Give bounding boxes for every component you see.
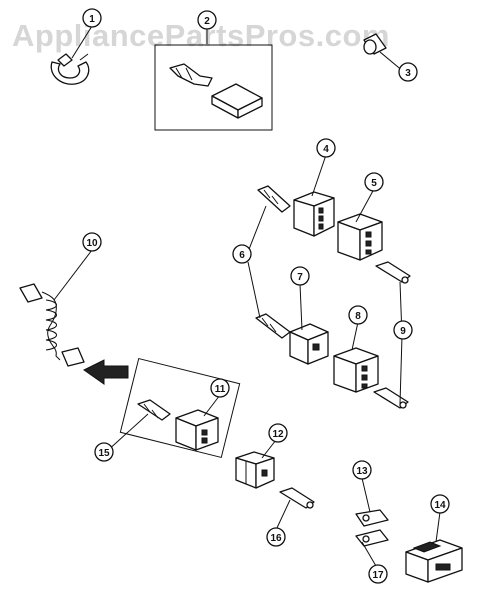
callout-14[interactable]: 14 xyxy=(430,494,450,514)
callout-6-label: 6 xyxy=(239,250,245,261)
part-6-terminal-lower[interactable] xyxy=(255,313,291,339)
callout-17-label: 17 xyxy=(372,570,384,581)
part-15-terminal[interactable] xyxy=(137,399,171,421)
part-2-terminal-kit[interactable] xyxy=(154,44,273,131)
callout-12[interactable]: 12 xyxy=(268,423,288,443)
callout-16-label: 16 xyxy=(270,533,282,544)
part-5-connector[interactable] xyxy=(337,213,383,261)
part-8-connector[interactable] xyxy=(333,347,379,393)
callout-2-label: 2 xyxy=(204,16,210,27)
part-9-terminal-upper[interactable] xyxy=(375,261,411,284)
callout-8[interactable]: 8 xyxy=(348,305,368,325)
callout-11[interactable]: 11 xyxy=(210,378,230,398)
callout-9[interactable]: 9 xyxy=(393,320,413,340)
callout-5[interactable]: 5 xyxy=(364,172,384,192)
callout-5-label: 5 xyxy=(371,178,377,189)
part-13-terminal[interactable] xyxy=(355,509,389,527)
callout-7[interactable]: 7 xyxy=(290,266,310,286)
part-4-connector[interactable] xyxy=(293,191,335,237)
callout-6[interactable]: 6 xyxy=(232,244,252,264)
part-3-sleeve[interactable] xyxy=(363,33,387,55)
callout-1-label: 1 xyxy=(89,14,95,25)
part-16-terminal[interactable] xyxy=(279,487,315,509)
part-7-connector[interactable] xyxy=(289,323,329,365)
part-1-clamp[interactable] xyxy=(50,53,90,85)
callout-10[interactable]: 10 xyxy=(82,232,102,252)
callout-13-label: 13 xyxy=(356,466,368,477)
arrow-to-harness xyxy=(83,359,129,385)
callout-14-label: 14 xyxy=(434,500,446,511)
part-10-coiled-harness[interactable] xyxy=(19,283,85,367)
callout-10-label: 10 xyxy=(86,238,98,249)
callout-16[interactable]: 16 xyxy=(266,527,286,547)
callout-2[interactable]: 2 xyxy=(197,10,217,30)
callout-3[interactable]: 3 xyxy=(398,62,418,82)
part-6-terminal-upper[interactable] xyxy=(257,185,291,213)
part-17-terminal[interactable] xyxy=(355,529,389,547)
part-9-terminal-lower[interactable] xyxy=(373,387,409,409)
part-11-15-box xyxy=(119,357,241,459)
part-2-box xyxy=(154,44,273,131)
part-14-block-connector[interactable] xyxy=(405,539,463,583)
callout-15-label: 15 xyxy=(98,448,110,459)
callout-8-label: 8 xyxy=(355,311,361,322)
callout-7-label: 7 xyxy=(297,272,303,283)
callout-15[interactable]: 15 xyxy=(94,442,114,462)
callout-1[interactable]: 1 xyxy=(82,8,102,28)
callout-3-label: 3 xyxy=(405,68,411,79)
part-12-double-connector[interactable] xyxy=(235,451,275,489)
callout-4-label: 4 xyxy=(323,144,329,155)
callout-13[interactable]: 13 xyxy=(352,460,372,480)
callout-4[interactable]: 4 xyxy=(316,138,336,158)
callout-11-label: 11 xyxy=(215,384,226,395)
part-11-connector[interactable] xyxy=(175,409,219,451)
callout-12-label: 12 xyxy=(272,429,284,440)
callout-17[interactable]: 17 xyxy=(368,564,388,584)
callout-9-label: 9 xyxy=(400,326,406,337)
